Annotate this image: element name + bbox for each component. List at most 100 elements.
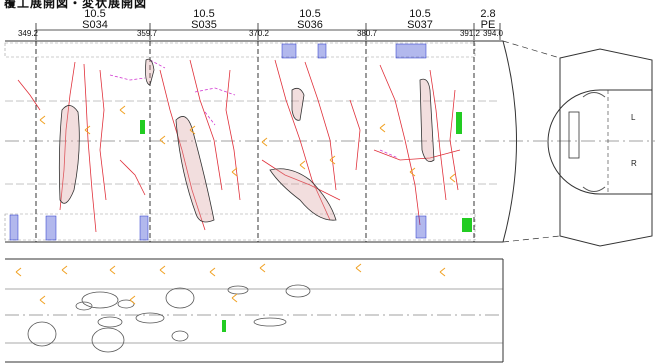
efflorescence-layer: [109, 59, 399, 159]
crack-2: [83, 63, 97, 233]
leakage-6: [395, 43, 427, 59]
span-id-pe: PE: [480, 19, 496, 31]
efflorescence-4: [204, 111, 216, 126]
survey-marker-2: [84, 125, 91, 135]
lower-scaling-6: [135, 312, 165, 324]
crack-12: [429, 69, 447, 201]
span-length-s034: 10.5: [84, 8, 106, 20]
scaling-4: [291, 87, 305, 121]
marker-layer: [15, 105, 456, 305]
survey-marker-11: [409, 167, 416, 177]
survey-marker-1: [39, 115, 46, 125]
span-id-s037: S037: [407, 19, 433, 31]
survey-marker-17: [209, 267, 216, 277]
lower-scaling-3: [27, 321, 57, 347]
crack-5: [159, 69, 206, 231]
scaling-2: [175, 116, 215, 223]
drawing-title: 覆工展開図・変状展開図: [4, 0, 148, 10]
efflorescence-1: [109, 74, 146, 81]
survey-marker-7: [261, 137, 268, 147]
section-right-label: R: [631, 159, 637, 168]
tunnel-cross-section: [547, 48, 653, 247]
span-id-s035: S035: [191, 19, 217, 31]
scaling-1: [58, 105, 80, 204]
chainage-370-2: 370.2: [248, 29, 270, 38]
lower-road-panel: [5, 258, 504, 363]
crack-13: [449, 89, 459, 191]
crack-15: [119, 159, 146, 196]
repair-layer: [140, 112, 472, 332]
crack-layer: [17, 59, 461, 233]
survey-marker-20: [439, 267, 446, 277]
efflorescence-3: [149, 59, 166, 69]
survey-marker-14: [61, 265, 68, 275]
lower-scaling-1: [81, 291, 119, 309]
survey-marker-16: [159, 265, 166, 275]
span-length-s035: 10.5: [193, 8, 215, 20]
scaling-5: [419, 78, 435, 163]
leakage-layer: [9, 43, 427, 241]
crack-1: [59, 61, 76, 211]
survey-marker-22: [231, 293, 238, 303]
dimension-line: [35, 23, 501, 40]
survey-marker-18: [259, 263, 266, 273]
scaling-6: [145, 58, 155, 86]
efflorescence-2: [194, 87, 236, 96]
crack-11: [379, 64, 421, 226]
span-length-pe: 2.8: [480, 8, 496, 20]
lower-scaling-7: [285, 284, 311, 298]
leakage-2: [45, 215, 57, 241]
span-id-s034: S034: [82, 19, 108, 31]
crack-3: [99, 69, 107, 201]
lower-scaling-12: [227, 285, 249, 295]
leakage-4: [281, 43, 297, 59]
lower-scaling-10: [75, 301, 93, 311]
efflorescence-5: [379, 149, 399, 159]
chainage-394-0: 394.0: [482, 29, 504, 38]
projection-lines: [502, 40, 561, 243]
lower-scaling-2: [165, 287, 195, 309]
survey-marker-12: [449, 173, 456, 183]
leakage-3: [139, 215, 149, 241]
leakage-7: [415, 215, 427, 239]
lower-scaling-4: [91, 327, 125, 353]
crack-7: [225, 69, 241, 201]
crack-8: [274, 59, 331, 221]
crack-10: [261, 159, 341, 201]
leakage-5: [317, 43, 327, 59]
chainage-391-2: 391.2: [459, 29, 481, 38]
lower-scaling-5: [97, 316, 123, 328]
repair-3: [462, 218, 472, 232]
repair-2: [456, 112, 462, 134]
repair-1: [140, 120, 145, 134]
survey-marker-15: [109, 265, 116, 275]
chainage-349-2: 349.2: [17, 29, 39, 38]
scaling-layer: [27, 58, 435, 353]
span-id-s036: S036: [297, 19, 323, 31]
scaling-3: [269, 168, 337, 221]
crack-14: [373, 149, 461, 161]
crack-6: [189, 59, 223, 191]
survey-marker-3: [119, 105, 126, 115]
lower-scaling-11: [253, 317, 287, 327]
chainage-380-7: 380.7: [356, 29, 378, 38]
survey-marker-9: [329, 155, 336, 165]
leakage-1: [9, 214, 19, 241]
survey-marker-19: [355, 263, 362, 273]
span-length-s037: 10.5: [409, 8, 431, 20]
survey-marker-21: [39, 295, 46, 305]
survey-marker-8: [299, 160, 306, 170]
survey-marker-13: [15, 267, 22, 277]
survey-marker-6: [231, 167, 238, 177]
crack-9: [304, 61, 337, 191]
survey-marker-10: [379, 123, 386, 133]
chainage-359-7: 359.7: [136, 29, 158, 38]
crack-16: [349, 99, 361, 171]
survey-marker-4: [159, 135, 166, 145]
survey-marker-23: [129, 295, 136, 305]
survey-marker-5: [189, 125, 196, 135]
repair-4: [222, 320, 226, 332]
lower-scaling-8: [171, 330, 189, 342]
